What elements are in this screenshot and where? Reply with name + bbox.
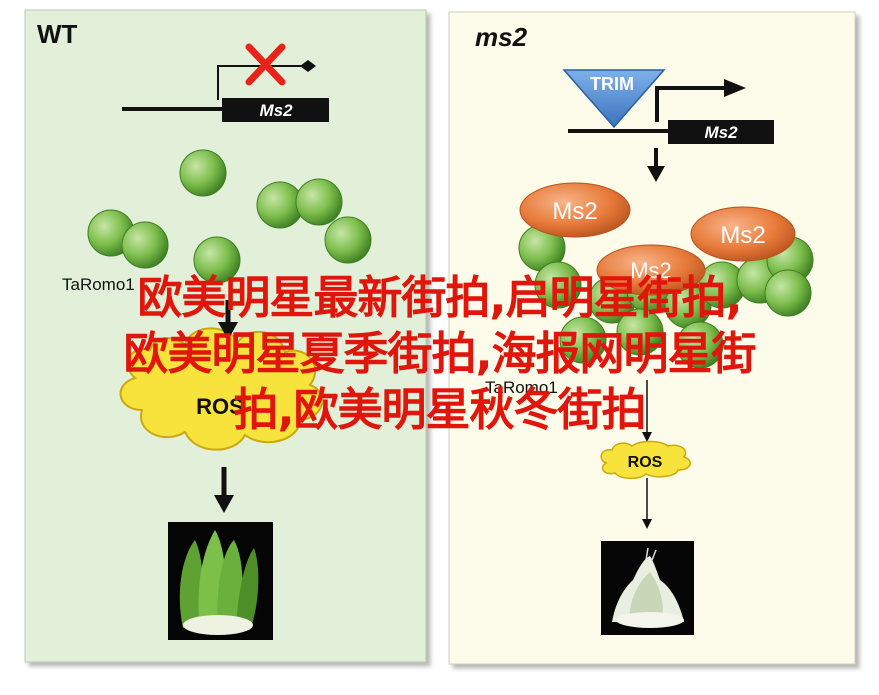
ms2-protein-2-label: Ms2 [720,222,765,249]
ms2-ros-cloud: ROS [600,440,691,480]
wt-blocked-arrowhead [300,60,316,72]
ms2-gene-box [668,120,774,144]
wt-ros-cloud: ROS [119,327,324,451]
panel-ms2-title: ms2 [475,22,528,52]
wt-arrows [214,300,238,513]
ms2-protein-1 [519,182,631,238]
panel-wt-title: WT [37,19,78,49]
ms2-gene-label: Ms2 [704,123,738,142]
ms2-taromo1-label: TaRomo1 [485,378,558,397]
ms2-ros-label: ROS [628,454,663,471]
ms2-protein-ovals: Ms2 Ms2 Ms2 [519,182,796,296]
trim-label: TRIM [590,74,634,94]
trim-element: TRIM [562,69,666,129]
wt-taromo1-label: TaRomo1 [62,275,135,294]
panel-wt: WT Ms2 TaRomo1 ROS [24,9,427,663]
cross-icon [245,43,286,86]
wt-promoter-arrow [217,65,305,100]
ms2-anther-photo [601,541,694,635]
wt-anther-photo [168,522,273,640]
ms2-protein-3-label: Ms2 [630,258,672,283]
ms2-protein-2 [690,206,796,262]
ms2-protein-3 [596,244,706,296]
panel-ms2: ms2 TRIM Ms2 [448,11,856,665]
wt-protein-particles [87,149,372,284]
wt-ros-label: ROS [196,394,244,419]
wt-gene-label: Ms2 [259,101,293,120]
ms2-gene-construct: Ms2 [568,79,774,182]
ms2-arrows [642,380,652,529]
ms2-promoter-arrow [655,86,728,122]
ms2-promoter-arrowhead [724,79,746,97]
wt-gene-construct: Ms2 [122,43,329,122]
wt-gene-box [222,98,329,122]
ms2-protein-1-label: Ms2 [552,198,597,225]
ms2-down-arrowhead [647,166,665,182]
